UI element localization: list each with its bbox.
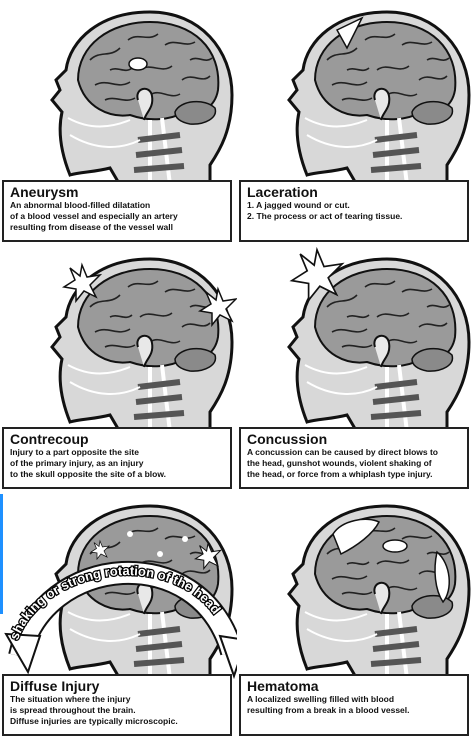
hematoma-mass <box>434 550 450 604</box>
description-line: the head, or force from a whiplash type … <box>247 469 433 479</box>
description-line: A concussion can be caused by direct blo… <box>247 447 438 457</box>
description-line: An abnormal blood-filled dilatation <box>10 200 151 210</box>
description-line: Injury to a part opposite the site <box>10 447 139 457</box>
side-strip <box>0 494 3 614</box>
panel-title: Hematoma <box>247 678 319 694</box>
panel-hematoma: Hematoma A localized swelling filled wit… <box>237 494 474 740</box>
microscopic-injury-dot <box>127 531 133 537</box>
description-line: Diffuse injuries are typically microscop… <box>10 716 178 726</box>
description-line: of the primary injury, as an injury <box>10 458 144 468</box>
panel-aneurysm: Aneurysm An abnormal blood-filled dilata… <box>0 0 237 246</box>
head-illustration <box>237 0 474 246</box>
caption-box: Concussion A concussion can be caused by… <box>239 427 469 489</box>
microscopic-injury-dot <box>157 551 163 557</box>
panel-title: Contrecoup <box>10 431 89 447</box>
description-line: 2. The process or act of tearing tissue. <box>247 211 403 221</box>
panel-title: Aneurysm <box>10 184 79 200</box>
caption-box: Aneurysm An abnormal blood-filled dilata… <box>2 180 232 242</box>
panel-contrecoup: Contrecoup Injury to a part opposite the… <box>0 247 237 493</box>
aneurysm-bulge <box>128 57 148 71</box>
panel-concussion: Concussion A concussion can be caused by… <box>237 247 474 493</box>
description-line: A localized swelling filled with blood <box>247 694 395 704</box>
description-line: to the skull opposite the site of a blow… <box>10 469 167 479</box>
description-line: of a blood vessel and especially an arte… <box>10 211 178 221</box>
description-line: resulting from a break in a blood vessel… <box>247 705 410 715</box>
panel-title: Concussion <box>247 431 328 447</box>
hematoma-mass <box>382 539 408 553</box>
panel-title: Diffuse Injury <box>10 678 100 694</box>
description-line: The situation where the injury <box>10 694 131 704</box>
description-line: resulting from disease of the vessel wal… <box>10 222 173 232</box>
panel-diffuse-injury: shaking or strong rotation of the head D… <box>0 494 237 740</box>
hematoma-mass <box>332 518 381 556</box>
caption-box: Laceration 1. A jagged wound or cut. 2. … <box>239 180 469 242</box>
description-line: the head, gunshot wounds, violent shakin… <box>247 458 432 468</box>
description-line: 1. A jagged wound or cut. <box>247 200 350 210</box>
head-illustration <box>237 494 474 740</box>
head-illustration: shaking or strong rotation of the head <box>4 494 237 740</box>
head-illustration <box>0 0 237 246</box>
caption-box: Diffuse Injury The situation where the i… <box>2 674 232 736</box>
panel-title: Laceration <box>247 184 318 200</box>
arrow-head-left <box>4 632 42 675</box>
arrow-head-right <box>218 634 237 680</box>
microscopic-injury-dot <box>182 536 188 542</box>
caption-box: Contrecoup Injury to a part opposite the… <box>2 427 232 489</box>
caption-box: Hematoma A localized swelling filled wit… <box>239 674 469 736</box>
laceration-wound <box>335 16 364 50</box>
panel-laceration: Laceration 1. A jagged wound or cut. 2. … <box>237 0 474 246</box>
description-line: is spread throughout the brain. <box>10 705 136 715</box>
